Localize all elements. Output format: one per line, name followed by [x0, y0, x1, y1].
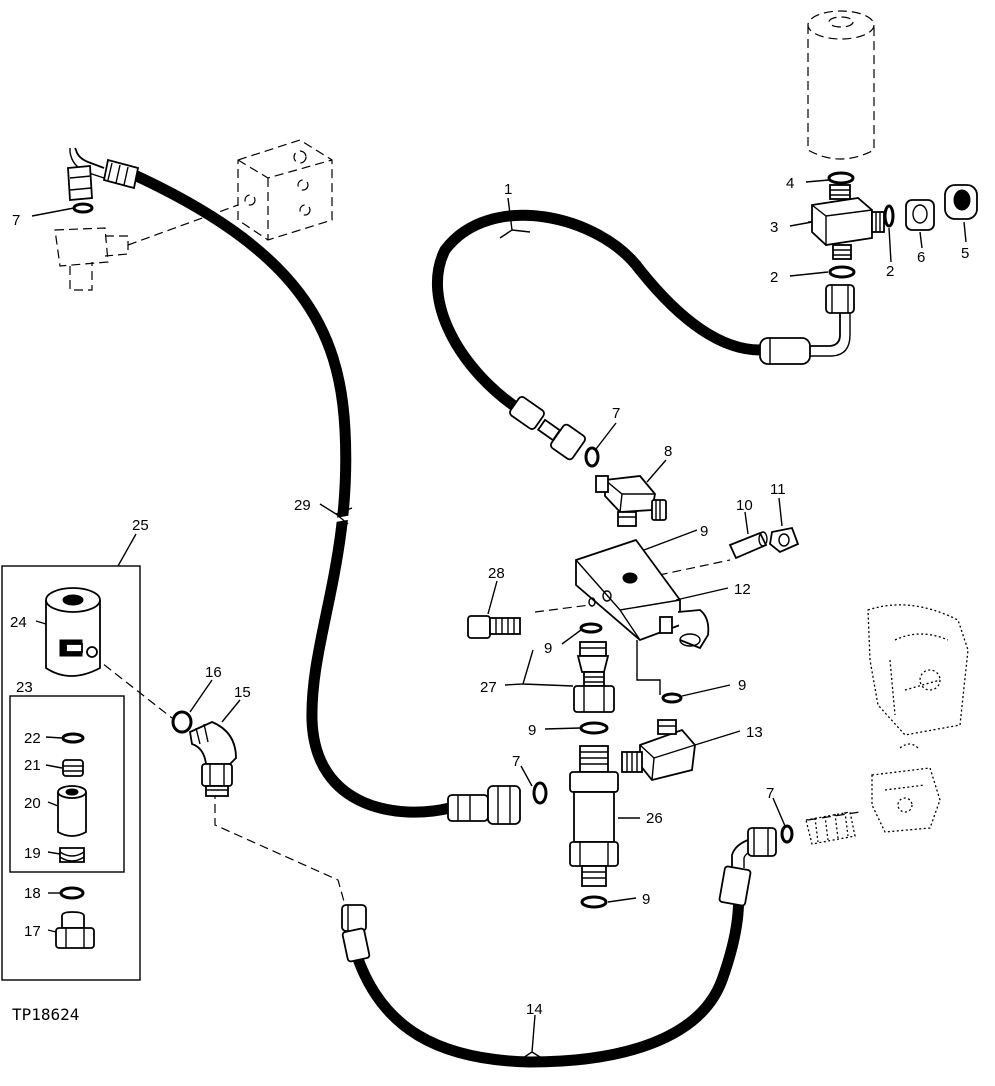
- part-19-retainer: [59, 847, 85, 863]
- callout-21: 21: [24, 757, 41, 774]
- part-13-elbow-fitting: [621, 719, 696, 782]
- callout-labels: 1 2 2 3 4 5 6 7 7 7 7 8 9 9 9 9 9 10 11 …: [10, 175, 969, 1018]
- part-8-tee-fitting: [595, 475, 667, 527]
- connection-lines: [92, 204, 861, 906]
- part-17-plug: [55, 911, 95, 949]
- ghost-pump-housing: [867, 604, 969, 736]
- ghost-tee-left: [54, 227, 129, 291]
- callout-9-c: 9: [738, 677, 746, 694]
- hose-1: [431, 209, 766, 416]
- callout-7-right: 7: [766, 785, 774, 802]
- part-2-o-ring-bottom: [828, 265, 856, 279]
- callout-27: 27: [480, 679, 497, 696]
- part-7-o-ring-middle: [532, 781, 548, 805]
- part-21-spring: [62, 759, 84, 777]
- part-9-o-ring-c: [661, 692, 683, 704]
- hose-14-right-end: [718, 827, 777, 907]
- callout-19: 19: [24, 845, 41, 862]
- part-3-tee-fitting: [811, 184, 885, 260]
- pump-fitting-threads: [805, 811, 856, 845]
- part-18-o-ring: [59, 886, 85, 900]
- part-15-elbow: [188, 721, 237, 797]
- part-24-quick-coupler: [45, 587, 101, 677]
- part-27-adapter: [573, 641, 615, 713]
- callout-12: 12: [734, 581, 751, 598]
- callout-14: 14: [526, 1001, 543, 1018]
- callout-9-b: 9: [544, 640, 552, 657]
- callout-15: 15: [234, 684, 251, 701]
- part-5-cap: [944, 184, 978, 220]
- part-2-o-ring-side: [883, 204, 895, 228]
- callout-11: 11: [770, 481, 786, 498]
- part-9-o-ring-e: [580, 895, 608, 909]
- callout-2-side: 2: [886, 263, 894, 280]
- hose-break-marks: [334, 230, 551, 1052]
- ghost-valve-block: [237, 139, 333, 241]
- part-11-nut: [769, 526, 800, 554]
- callout-3: 3: [770, 219, 778, 236]
- drawing-id: TP18624: [12, 1005, 79, 1024]
- part-12-manifold-block: [575, 538, 710, 650]
- callout-10: 10: [736, 497, 753, 514]
- callout-4: 4: [786, 175, 794, 192]
- part-20-sleeve: [57, 785, 87, 837]
- callout-13: 13: [746, 724, 763, 741]
- hose-14-left-end: [341, 904, 371, 963]
- part-16-o-ring: [171, 710, 193, 734]
- callout-1: 1: [504, 181, 512, 198]
- callout-28: 28: [488, 565, 505, 582]
- callout-22: 22: [24, 730, 41, 747]
- part-4-o-ring: [827, 171, 855, 185]
- leader-lines: [31, 179, 967, 1063]
- callout-6: 6: [917, 249, 925, 266]
- callout-7-middle: 7: [512, 753, 520, 770]
- callout-7-left: 7: [12, 212, 20, 229]
- callout-5: 5: [961, 245, 969, 262]
- callout-18: 18: [24, 885, 41, 902]
- hose-1-upper-end: [759, 284, 855, 365]
- hose-29-lower-end: [447, 785, 521, 825]
- part-6-bushing: [905, 199, 935, 231]
- callout-7-upper: 7: [612, 405, 620, 422]
- hose-14: [349, 879, 744, 1068]
- hose-1-lower-end: [509, 396, 587, 461]
- part-9-o-ring-d: [579, 721, 609, 735]
- part-7-o-ring-upper: [584, 446, 600, 468]
- part-28-bolt: [467, 615, 521, 639]
- callout-17: 17: [24, 923, 41, 940]
- hose-29-upper-end: [67, 147, 140, 201]
- callout-29: 29: [294, 497, 311, 514]
- ghost-filter-canister: [807, 10, 875, 160]
- callout-25: 25: [132, 517, 149, 534]
- callout-23: 23: [16, 679, 33, 696]
- callout-16: 16: [205, 664, 222, 681]
- callout-9-e: 9: [642, 891, 650, 908]
- part-9-o-ring-b: [579, 622, 603, 634]
- part-22-seal: [61, 732, 85, 744]
- part-7-o-ring-right: [780, 824, 794, 844]
- callout-24: 24: [10, 614, 27, 631]
- ghost-pump-fitting: [871, 743, 941, 833]
- callout-20: 20: [24, 795, 41, 812]
- part-7-o-ring-left: [72, 202, 94, 214]
- callout-9-d: 9: [528, 722, 536, 739]
- part-10-pin: [728, 531, 768, 560]
- hose-29: [122, 166, 456, 818]
- part-25-kit-box: [1, 565, 141, 981]
- callout-8: 8: [664, 443, 672, 460]
- callout-2-bottom: 2: [770, 269, 778, 286]
- callout-9-a: 9: [700, 523, 708, 540]
- part-26-union-fitting: [569, 745, 619, 887]
- callout-26: 26: [646, 810, 663, 827]
